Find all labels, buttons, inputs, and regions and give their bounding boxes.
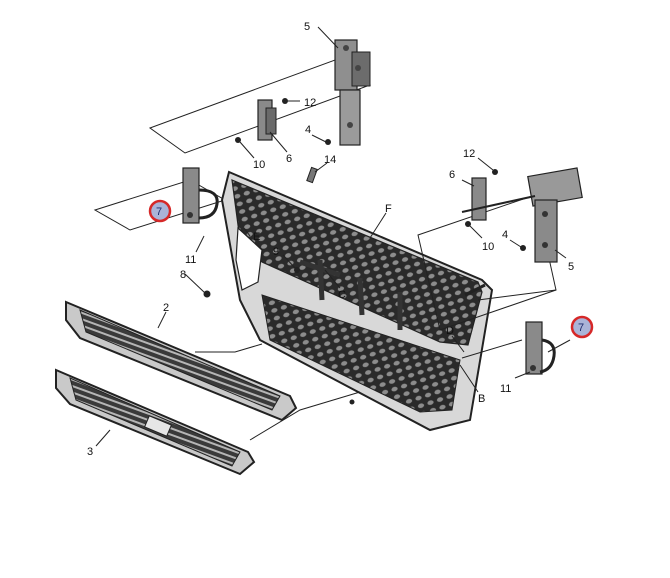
grille-insert-2: 2 (65, 300, 298, 422)
fastener-8 (203, 290, 211, 298)
top-bracket-group: 5 12 4 6 10 14 (148, 21, 372, 184)
fastener-4-right (520, 245, 526, 251)
callout-11-right: 11 (500, 383, 511, 395)
callout-3: 3 (87, 446, 93, 458)
callout-4-top: 4 (305, 124, 311, 136)
grille-insert-3: 3 (55, 368, 361, 476)
main-grille: 9 C E F D B (220, 170, 494, 432)
fastener-12-top (282, 98, 288, 104)
callout-2: 2 (163, 302, 169, 314)
upper-bracket-5 (334, 39, 371, 146)
right-small-bracket-group: 7 11 (500, 315, 594, 395)
left-bracket-group: 7 11 8 (93, 167, 227, 298)
label-C: C (338, 289, 346, 301)
fastener-12-right (492, 169, 498, 175)
callout-10-top: 10 (253, 159, 265, 171)
callout-11-left: 11 (185, 254, 196, 266)
label-B: B (478, 393, 485, 405)
callout-6-top: 6 (286, 153, 292, 165)
callout-9: 9 (273, 246, 279, 258)
grille-opening-E (235, 226, 263, 291)
bracket-7-left (182, 167, 219, 224)
highlight-circle-right (570, 315, 594, 339)
grille-mesh-lower (261, 294, 461, 413)
upper-bracket-6 (257, 99, 277, 141)
callout-12-top: 12 (304, 97, 316, 109)
callout-5-top: 5 (304, 21, 310, 33)
label-F: F (385, 203, 392, 215)
callout-4-right: 4 (502, 229, 508, 241)
clip-14 (306, 166, 318, 184)
fastener-9 (294, 267, 300, 273)
bracket-6-right (461, 177, 536, 221)
callout-8: 8 (180, 269, 186, 281)
fastener-10-top (235, 137, 241, 143)
callout-10-right: 10 (482, 241, 494, 253)
callout-7-right: 7 (578, 322, 584, 334)
label-D: D (446, 325, 454, 337)
label-E: E (253, 231, 260, 243)
callout-14: 14 (324, 154, 336, 166)
callout-7-left: 7 (156, 206, 162, 218)
callout-12-right: 12 (463, 148, 475, 160)
callout-6-right: 6 (449, 169, 455, 181)
highlight-circle-left (148, 199, 172, 223)
bracket-7-right (525, 321, 556, 375)
right-bracket-group: 12 6 10 4 5 (417, 148, 583, 331)
callout-5-right: 5 (568, 261, 574, 273)
fastener-10-right (465, 221, 471, 227)
fastener-4-top (325, 139, 331, 145)
bracket-5-right (527, 167, 583, 263)
